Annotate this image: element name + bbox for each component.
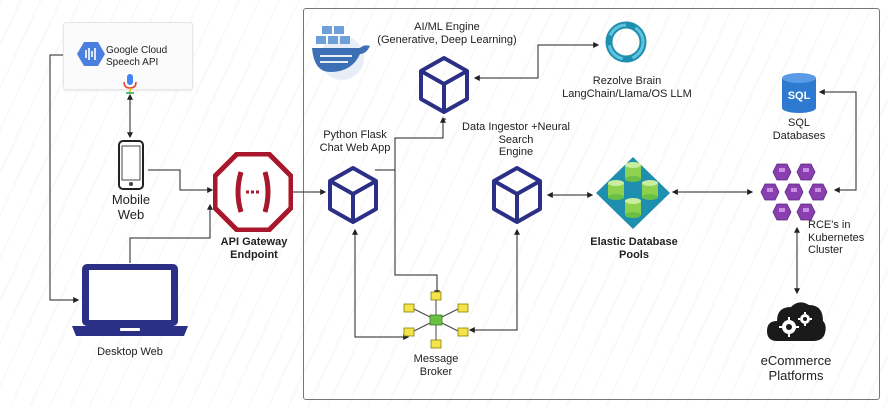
ai-brain-link (473, 42, 600, 81)
cube-icon[interactable] (327, 165, 379, 225)
sql-icon-text: SQL (788, 90, 811, 102)
architecture-boundary (303, 8, 880, 400)
cube-icon[interactable] (491, 165, 543, 225)
message-broker-label: Message Broker (413, 353, 459, 378)
cube-icon[interactable] (418, 55, 470, 115)
speech-icon (77, 42, 105, 66)
api-gateway-label: API Gateway Endpoint (220, 236, 288, 261)
ai-engine-label: AI/ML Engine (Generative, Deep Learning) (377, 21, 517, 46)
laptop-icon[interactable] (72, 262, 188, 338)
mobile-gateway-link (148, 169, 214, 193)
speech-api-label: Google Cloud Speech API (106, 45, 168, 68)
ai-broker-link (394, 118, 446, 295)
elastic-db-label: Elastic Database Pools (590, 236, 678, 261)
speech-desktop-link (49, 52, 80, 303)
desktop-web-label: Desktop Web (97, 346, 163, 358)
flask-broker-link (352, 228, 410, 340)
docker-icon (312, 26, 370, 80)
microphone-icon (123, 74, 137, 94)
brain-ring-icon[interactable] (602, 18, 650, 66)
ecommerce-cloud-icon[interactable] (765, 295, 827, 347)
ingestor-broker-link (468, 228, 520, 333)
data-ingestor-label: Data Ingestor +Neural Search Engine (462, 121, 570, 159)
gateway-icon[interactable] (213, 152, 293, 232)
database-icon[interactable]: SQL (778, 72, 820, 114)
ecommerce-label: eCommerce Platforms (760, 353, 832, 383)
message-broker-icon[interactable] (400, 290, 472, 350)
mobile-web-label: Mobile Web (111, 192, 151, 222)
sql-rce-link (818, 89, 857, 193)
sql-databases-label: SQL Databases (772, 117, 826, 142)
desktop-gateway-link (129, 203, 213, 263)
rezolve-brain-label: Rezolve Brain LangChain/Llama/OS LLM (562, 75, 692, 100)
rces-label: RCE's in Kubernetes Cluster (808, 219, 865, 257)
mobile-phone-icon[interactable] (117, 140, 145, 190)
flask-ai-link (375, 116, 446, 171)
kubernetes-icon[interactable] (755, 160, 835, 226)
database-icon[interactable] (594, 155, 672, 231)
python-flask-label: Python Flask Chat Web App (319, 129, 391, 154)
